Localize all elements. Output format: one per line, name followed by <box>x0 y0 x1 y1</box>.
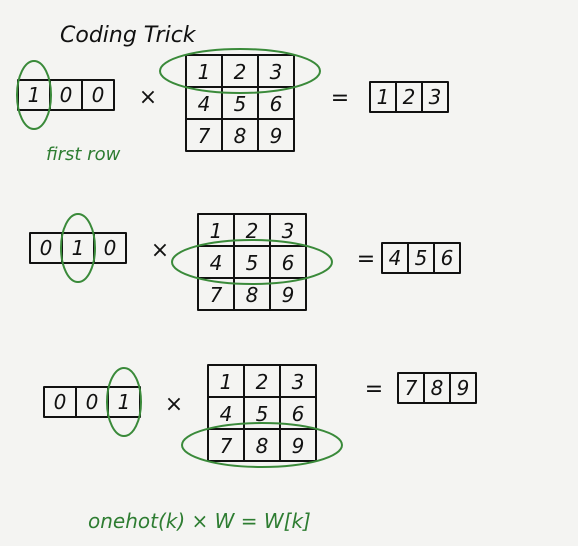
result-entry: 1 <box>377 85 390 109</box>
result-entry: 7 <box>405 376 418 400</box>
times-sign: × <box>139 85 157 110</box>
equals-sign: = <box>331 86 349 111</box>
vector-entry: 1 <box>28 83 41 107</box>
hot-index-circle <box>60 213 96 283</box>
result-row <box>381 242 461 274</box>
formula: onehot(k) × W = W[k] <box>88 509 311 533</box>
matrix-entry: 7 <box>220 434 233 458</box>
matrix-entry: 4 <box>210 251 223 275</box>
matrix-entry: 3 <box>282 219 295 243</box>
vector-entry: 0 <box>86 390 99 414</box>
vector-entry: 1 <box>118 390 131 414</box>
matrix-entry: 3 <box>270 60 283 84</box>
result-entry: 3 <box>429 85 442 109</box>
matrix-entry: 1 <box>220 370 233 394</box>
matrix-entry: 6 <box>292 402 305 426</box>
vector-entry: 1 <box>72 236 85 260</box>
equals-sign: = <box>365 377 383 402</box>
matrix-box <box>207 364 317 462</box>
matrix-entry: 8 <box>234 124 247 148</box>
matrix-entry: 5 <box>256 402 269 426</box>
times-sign: × <box>151 238 169 263</box>
result-entry: 2 <box>403 85 416 109</box>
matrix-entry: 9 <box>270 124 283 148</box>
vector-entry: 0 <box>60 83 73 107</box>
title: Coding Trick <box>60 23 197 48</box>
matrix-entry: 7 <box>210 283 223 307</box>
matrix-entry: 3 <box>292 370 305 394</box>
result-entry: 5 <box>415 246 428 270</box>
matrix-entry: 4 <box>198 92 211 116</box>
result-entry: 8 <box>431 376 444 400</box>
selected-row-circle <box>181 422 343 468</box>
matrix-entry: 9 <box>292 434 305 458</box>
equals-sign: = <box>357 247 375 272</box>
hot-index-circle <box>16 60 52 130</box>
selected-row-circle <box>171 239 333 285</box>
vector-entry: 0 <box>104 236 117 260</box>
matrix-entry: 6 <box>270 92 283 116</box>
matrix-entry: 1 <box>198 60 211 84</box>
result-row <box>397 372 477 404</box>
matrix-entry: 2 <box>256 370 269 394</box>
vector-entry: 0 <box>92 83 105 107</box>
result-entry: 6 <box>441 246 454 270</box>
matrix-entry: 2 <box>246 219 259 243</box>
matrix-entry: 6 <box>282 251 295 275</box>
matrix-entry: 1 <box>210 219 223 243</box>
result-entry: 9 <box>457 376 470 400</box>
matrix-entry: 5 <box>246 251 259 275</box>
matrix-box <box>185 54 295 152</box>
first-row-note: first row <box>46 144 121 165</box>
matrix-entry: 2 <box>234 60 247 84</box>
vector-entry: 0 <box>40 236 53 260</box>
matrix-box <box>197 213 307 311</box>
result-row <box>369 81 449 113</box>
times-sign: × <box>165 392 183 417</box>
matrix-entry: 8 <box>246 283 259 307</box>
result-entry: 4 <box>389 246 402 270</box>
hot-index-circle <box>106 367 142 437</box>
matrix-entry: 9 <box>282 283 295 307</box>
selected-row-circle <box>159 48 321 94</box>
matrix-entry: 5 <box>234 92 247 116</box>
matrix-entry: 8 <box>256 434 269 458</box>
onehot-vector <box>29 232 127 264</box>
matrix-entry: 4 <box>220 402 233 426</box>
matrix-entry: 7 <box>198 124 211 148</box>
vector-entry: 0 <box>54 390 67 414</box>
